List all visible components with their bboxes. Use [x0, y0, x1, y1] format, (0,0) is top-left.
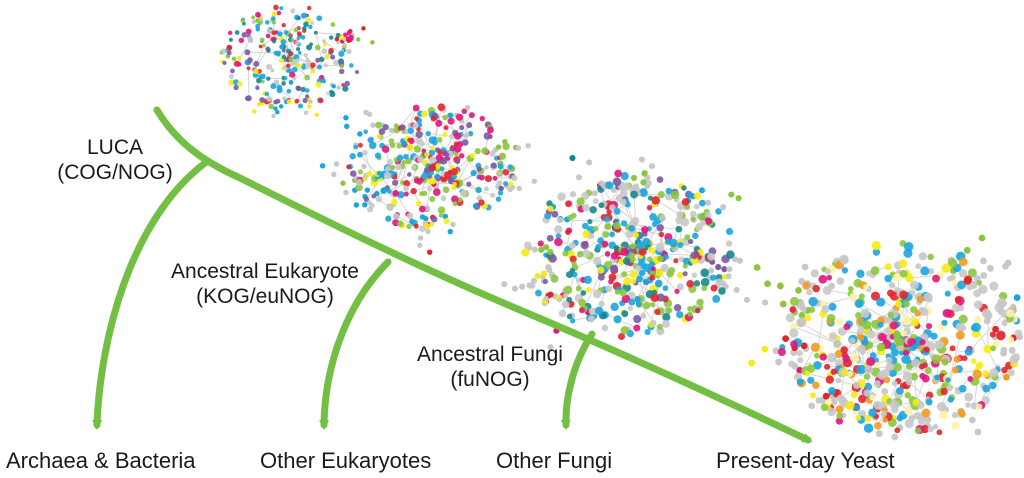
leaf-other-fungi: Other Fungi — [496, 448, 613, 473]
leaf-other-eukaryotes: Other Eukaryotes — [260, 448, 432, 473]
leaf-archaea-bacteria: Archaea & Bacteria — [6, 448, 196, 473]
branch-other-eukaryotes — [319, 258, 392, 430]
leaf-present-day-yeast: Present-day Yeast — [716, 448, 895, 473]
branch-trunk — [153, 106, 813, 444]
yeast-network — [748, 234, 1024, 441]
eukaryote-network — [319, 103, 538, 255]
node-eukaryote-subname: (KOG/euNOG) — [196, 285, 334, 308]
branch-archaea-bacteria — [92, 159, 209, 430]
node-eukaryote-name: Ancestral Eukaryote — [171, 260, 359, 283]
branch-other-fungi — [560, 330, 596, 430]
tree-branches — [92, 106, 813, 444]
luca-network — [219, 4, 375, 119]
node-fungi-name: Ancestral Fungi — [417, 343, 563, 366]
node-luca-subname: (COG/NOG) — [57, 161, 173, 184]
node-luca-label: LUCA (COG/NOG) — [30, 135, 200, 185]
node-fungi-label: Ancestral Fungi (fuNOG) — [390, 342, 590, 392]
node-fungi-subname: (fuNOG) — [450, 368, 530, 391]
fungi-network — [501, 154, 769, 351]
node-eukaryote-label: Ancestral Eukaryote (KOG/euNOG) — [140, 259, 390, 309]
node-luca-name: LUCA — [86, 136, 144, 159]
